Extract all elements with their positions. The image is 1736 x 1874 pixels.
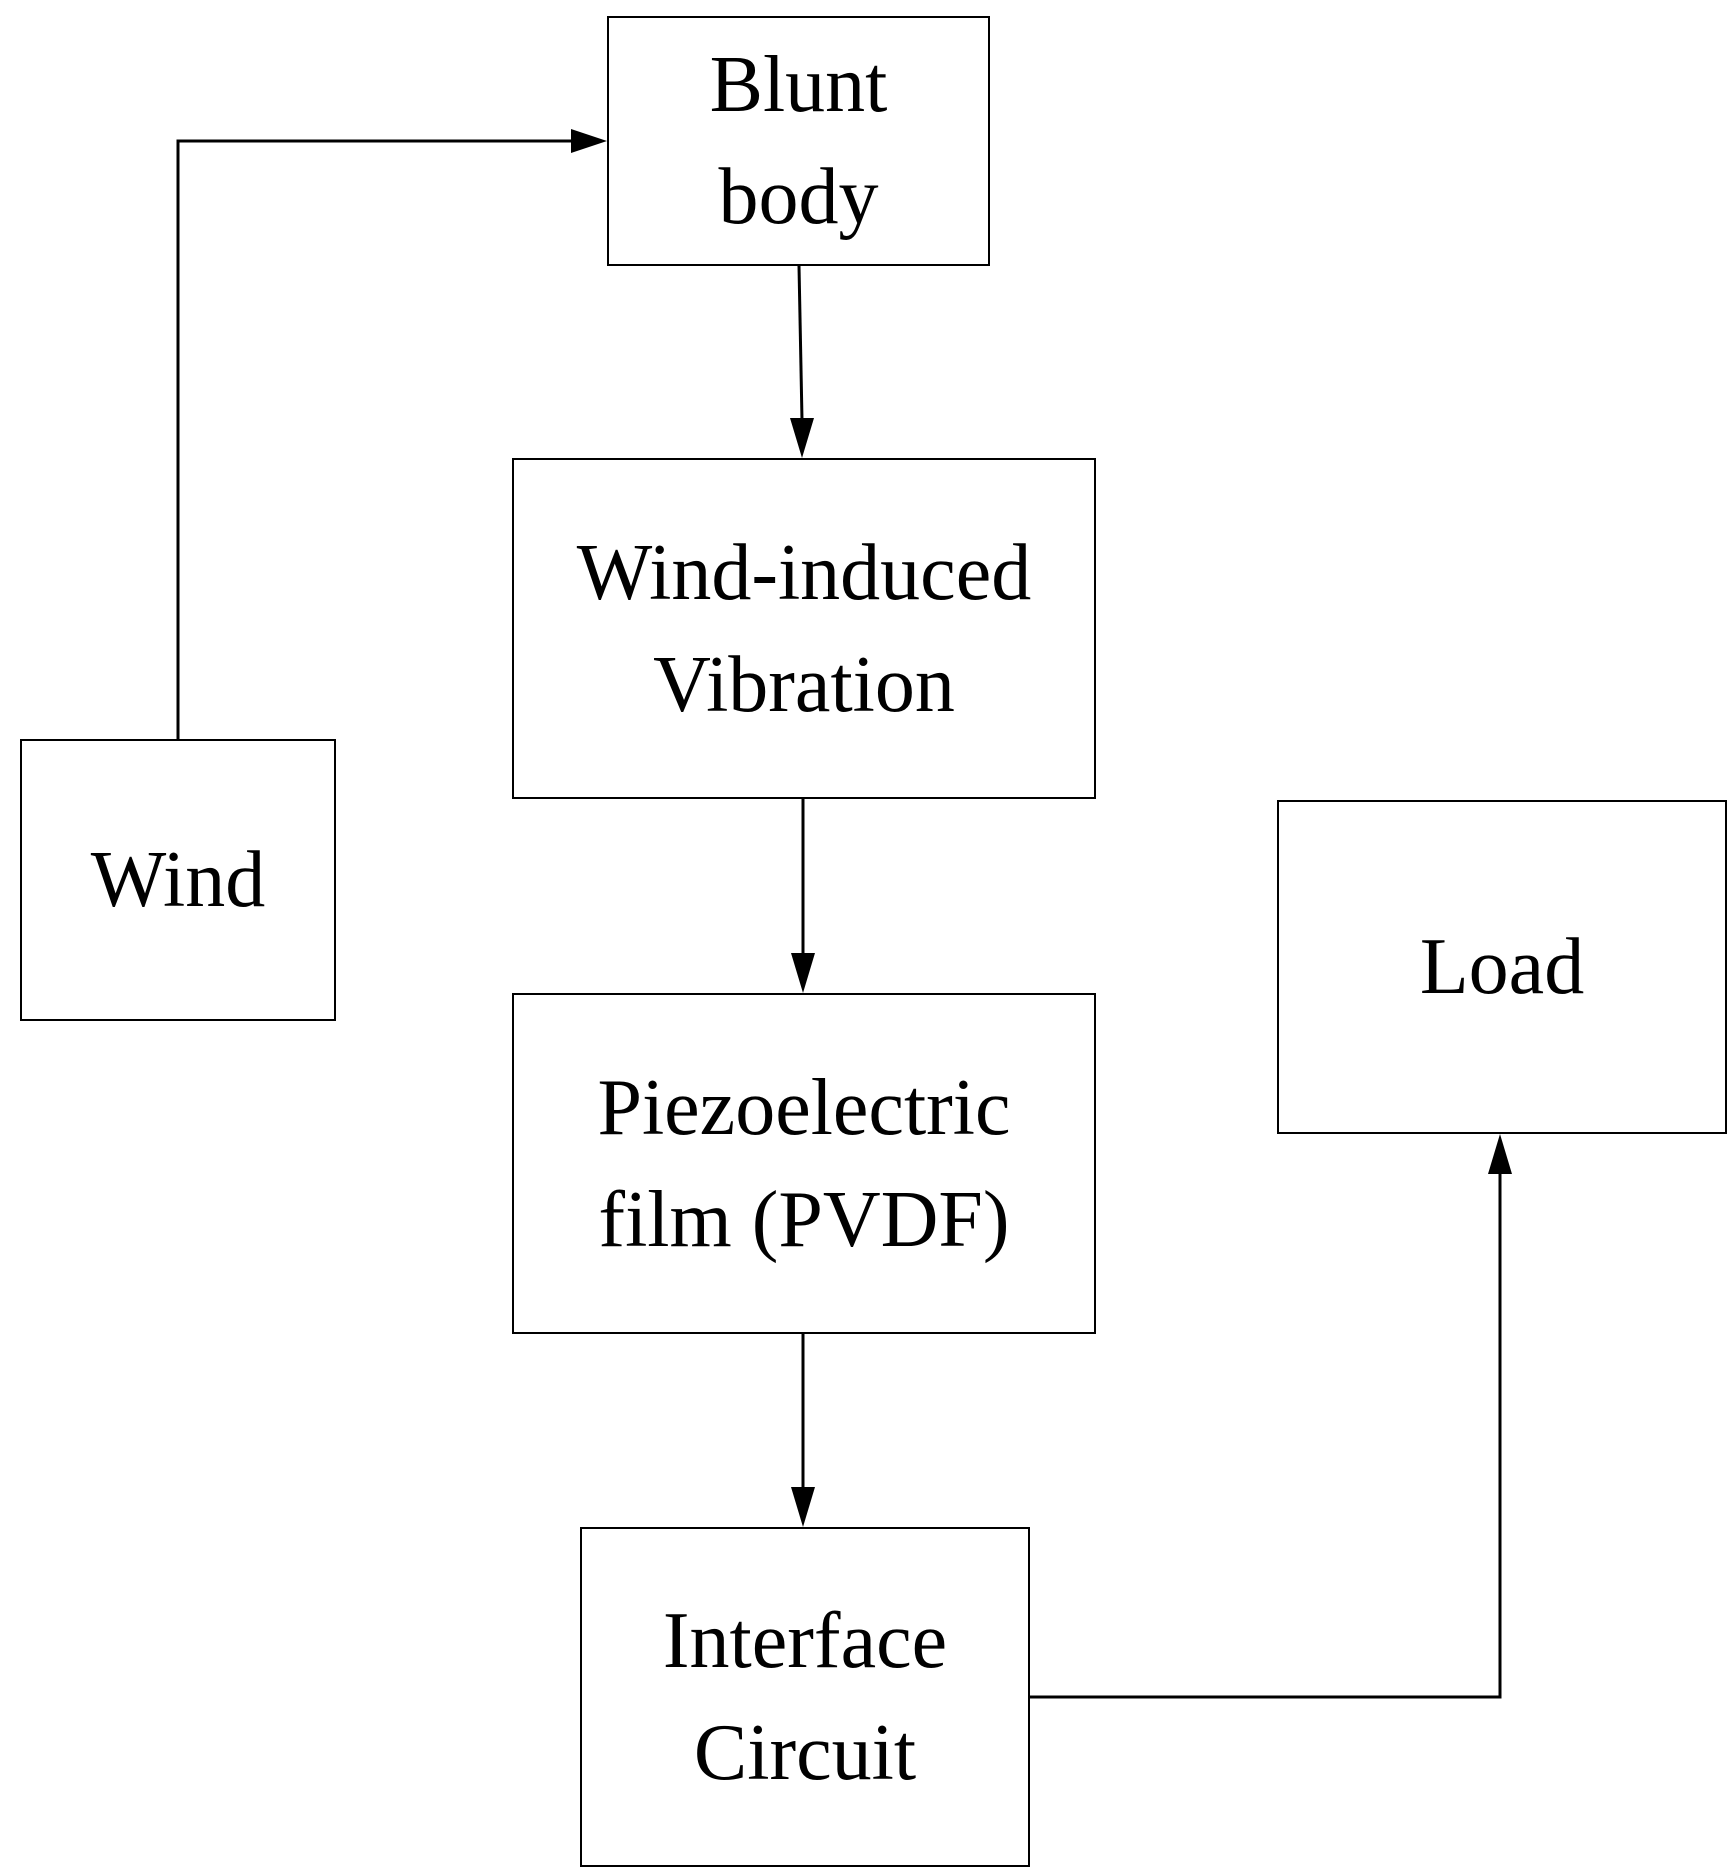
arrowhead-piezo <box>791 953 815 993</box>
edge-interface-to-load <box>1030 1172 1502 1699</box>
arrowhead-blunt-body <box>571 129 607 153</box>
node-label: Wind <box>90 836 266 924</box>
edge-wind-to-blunt-body <box>176 139 575 739</box>
node-blunt-body: Blunt body <box>607 16 990 266</box>
node-piezoelectric-film: Piezoelectric film (PVDF) <box>512 993 1096 1334</box>
node-wind: Wind <box>20 739 336 1021</box>
edge-blunt-body-to-vibration <box>797 265 804 421</box>
node-label: Wind-induced <box>576 528 1032 617</box>
arrowhead-interface <box>791 1487 815 1527</box>
node-load: Load <box>1277 800 1727 1134</box>
node-label: Vibration <box>653 640 955 729</box>
node-label: body <box>718 153 879 241</box>
node-interface-circuit: Interface Circuit <box>580 1527 1030 1867</box>
node-label: Interface <box>662 1597 948 1685</box>
node-label: Circuit <box>693 1709 917 1797</box>
node-label: Piezoelectric <box>597 1063 1011 1152</box>
node-label: Load <box>1419 923 1585 1011</box>
arrowhead-vibration <box>790 418 814 458</box>
arrowhead-load <box>1488 1134 1512 1174</box>
node-wind-induced-vibration: Wind-induced Vibration <box>512 458 1096 799</box>
node-label: film (PVDF) <box>598 1175 1010 1264</box>
node-label: Blunt <box>709 41 888 129</box>
